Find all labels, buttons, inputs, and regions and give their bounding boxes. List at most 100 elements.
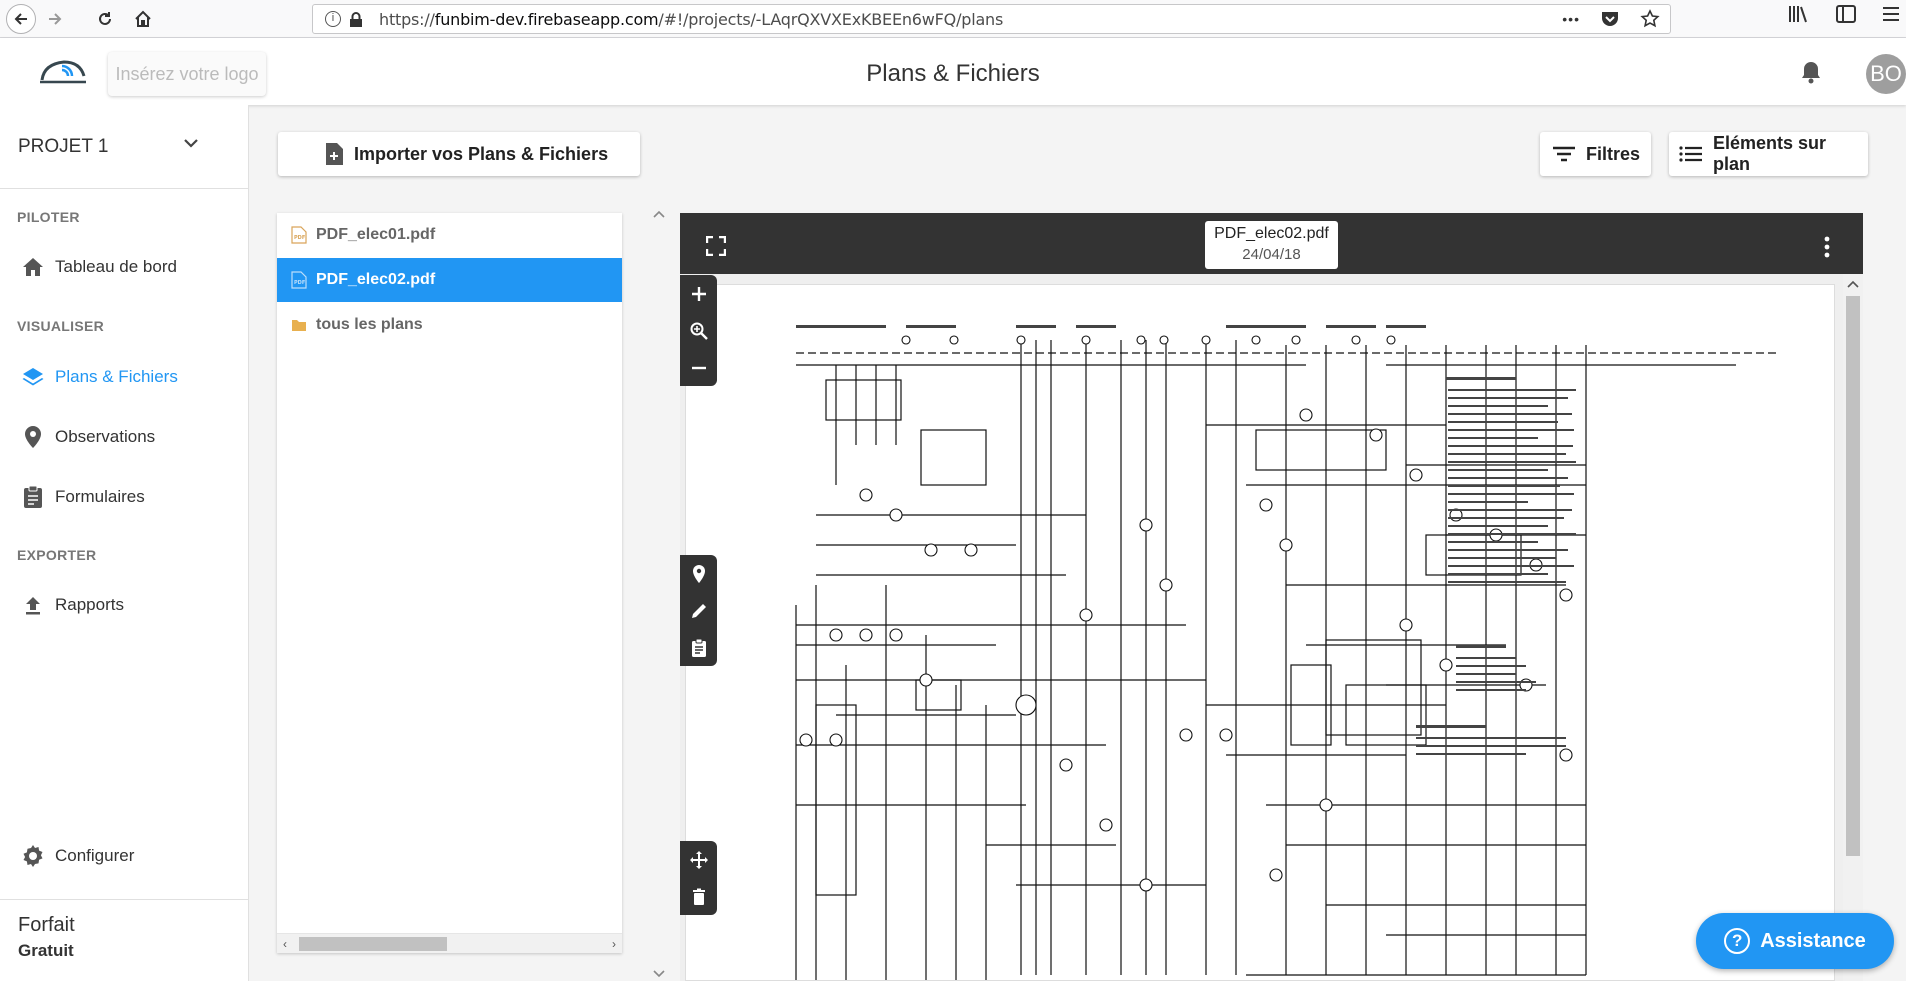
assistance-label: Assistance <box>1760 929 1866 952</box>
assistance-button[interactable]: ? Assistance <box>1696 913 1894 969</box>
sidebar-item-plans-fichiers[interactable]: Plans & Fichiers <box>0 356 249 398</box>
delete-button[interactable] <box>680 878 717 915</box>
app-header: Insérez votre logo Plans & Fichiers BO <box>0 38 1906 105</box>
section-label-piloter: PILOTER <box>17 209 80 225</box>
url-text: https://funbim-dev.firebaseapp.com/#!/pr… <box>379 9 1004 29</box>
back-button[interactable] <box>6 4 36 34</box>
sidebar-item-label: Plans & Fichiers <box>55 367 178 386</box>
chevron-up-icon[interactable] <box>652 209 666 219</box>
filter-icon <box>1552 146 1576 162</box>
chevron-up-icon[interactable] <box>1846 279 1860 289</box>
plan-drawing[interactable] <box>685 284 1835 981</box>
page-title: Plans & Fichiers <box>866 60 1040 87</box>
hamburger-menu-icon[interactable] <box>1882 6 1900 22</box>
file-item[interactable]: PDF PDF_elec01.pdf <box>277 213 622 257</box>
info-icon[interactable]: i <box>325 11 341 27</box>
user-avatar[interactable]: BO <box>1866 54 1906 94</box>
plus-icon <box>691 286 706 301</box>
project-name: PROJET 1 <box>18 135 109 157</box>
sidebar-item-formulaires[interactable]: Formulaires <box>0 476 249 518</box>
zoom-in-button[interactable] <box>680 275 717 312</box>
sidebar-item-configurer[interactable]: Configurer <box>0 835 249 877</box>
plan-title: Forfait <box>18 914 75 936</box>
page-actions-icon[interactable]: ••• <box>1562 11 1580 27</box>
edit-tools <box>680 841 717 915</box>
zoom-fit-button[interactable] <box>680 312 717 349</box>
viewer-outer-scrollbar[interactable] <box>651 207 667 981</box>
home-icon <box>21 255 45 279</box>
pocket-icon[interactable] <box>1600 10 1620 28</box>
plan-elements-label: Eléments sur plan <box>1713 133 1827 174</box>
sidebar-item-label: Observations <box>55 427 156 446</box>
chevron-down-icon[interactable] <box>652 969 666 979</box>
forward-button[interactable] <box>40 4 70 34</box>
sidebar-item-tableau-de-bord[interactable]: Tableau de bord <box>0 246 249 288</box>
sidebar-toggle-icon[interactable] <box>1836 5 1856 23</box>
sidebar-item-rapports[interactable]: Rapports <box>0 584 249 626</box>
notifications-button[interactable] <box>1800 60 1822 89</box>
add-observation-button[interactable] <box>680 555 717 592</box>
funbim-logo[interactable] <box>38 56 88 91</box>
logo-placeholder[interactable]: Insérez votre logo <box>108 52 266 96</box>
file-list: PDF PDF_elec01.pdf PDF PDF_elec02.pdf to… <box>277 213 622 953</box>
chevron-down-icon <box>184 139 198 148</box>
library-icon[interactable] <box>1788 4 1810 24</box>
arrow-left-icon <box>14 13 27 25</box>
add-file-icon <box>324 142 344 166</box>
sidebar-item-label: Formulaires <box>55 487 145 506</box>
plan-elements-button[interactable]: Eléments sur plan <box>1669 132 1868 176</box>
import-files-button[interactable]: Importer vos Plans & Fichiers <box>278 132 640 176</box>
address-bar[interactable]: i https://funbim-dev.firebaseapp.com/#!/… <box>312 4 1671 34</box>
svg-text:PDF: PDF <box>294 235 305 241</box>
scroll-right-icon[interactable]: › <box>612 937 616 951</box>
reload-button[interactable] <box>90 4 120 34</box>
bookmark-star-icon[interactable] <box>1640 9 1660 29</box>
current-file-date: 24/04/18 <box>1242 246 1301 263</box>
subscription-plan: Forfait Gratuit <box>0 899 249 981</box>
pencil-icon <box>691 603 706 618</box>
folder-icon <box>292 320 306 331</box>
plan-value: Gratuit <box>18 941 74 960</box>
draw-button[interactable] <box>680 592 717 629</box>
clipboard-icon <box>691 638 706 657</box>
current-file-badge: PDF_elec02.pdf 24/04/18 <box>1205 221 1338 269</box>
section-label-visualiser: VISUALISER <box>17 318 105 334</box>
fullscreen-icon[interactable] <box>706 236 726 256</box>
browser-toolbar: i https://funbim-dev.firebaseapp.com/#!/… <box>0 0 1906 38</box>
logo-icon <box>40 60 86 84</box>
home-outline-icon <box>135 10 151 27</box>
horizontal-scrollbar[interactable]: ‹ › <box>277 933 622 953</box>
scrollbar-thumb[interactable] <box>299 937 447 951</box>
pdf-file-icon: PDF <box>291 226 307 244</box>
minus-icon <box>691 366 706 369</box>
gear-icon <box>21 844 45 868</box>
help-icon: ? <box>1724 928 1751 954</box>
file-name: PDF_elec02.pdf <box>316 271 436 288</box>
folder-item[interactable]: tous les plans <box>277 303 622 347</box>
add-form-button[interactable] <box>680 629 717 666</box>
sidebar: PROJET 1 PILOTER Tableau de bord VISUALI… <box>0 105 249 981</box>
sidebar-item-observations[interactable]: Observations <box>0 416 249 458</box>
sidebar-item-label: Rapports <box>55 595 124 614</box>
move-arrows-icon <box>689 850 708 869</box>
sidebar-item-label: Configurer <box>55 846 135 865</box>
lock-icon <box>350 12 362 27</box>
trash-icon <box>692 888 705 905</box>
scrollbar-thumb[interactable] <box>1846 296 1860 856</box>
zoom-out-button[interactable] <box>680 349 717 386</box>
move-button[interactable] <box>680 841 717 878</box>
more-vertical-icon[interactable] <box>1824 236 1830 258</box>
home-button[interactable] <box>128 4 158 34</box>
zoom-tools <box>680 275 717 386</box>
viewer-header: PDF_elec02.pdf 24/04/18 <box>680 213 1863 274</box>
bell-icon <box>1802 62 1820 84</box>
scroll-left-icon[interactable]: ‹ <box>283 937 287 951</box>
project-selector[interactable]: PROJET 1 <box>0 105 249 189</box>
viewer-vertical-scrollbar[interactable] <box>1843 274 1863 981</box>
import-files-label: Importer vos Plans & Fichiers <box>354 143 609 164</box>
filters-button[interactable]: Filtres <box>1540 132 1651 176</box>
plan-viewer: PDF_elec02.pdf 24/04/18 <box>680 213 1863 981</box>
file-item-selected[interactable]: PDF PDF_elec02.pdf <box>277 258 622 302</box>
list-icon <box>1679 146 1703 162</box>
current-file-name: PDF_elec02.pdf <box>1214 225 1329 242</box>
